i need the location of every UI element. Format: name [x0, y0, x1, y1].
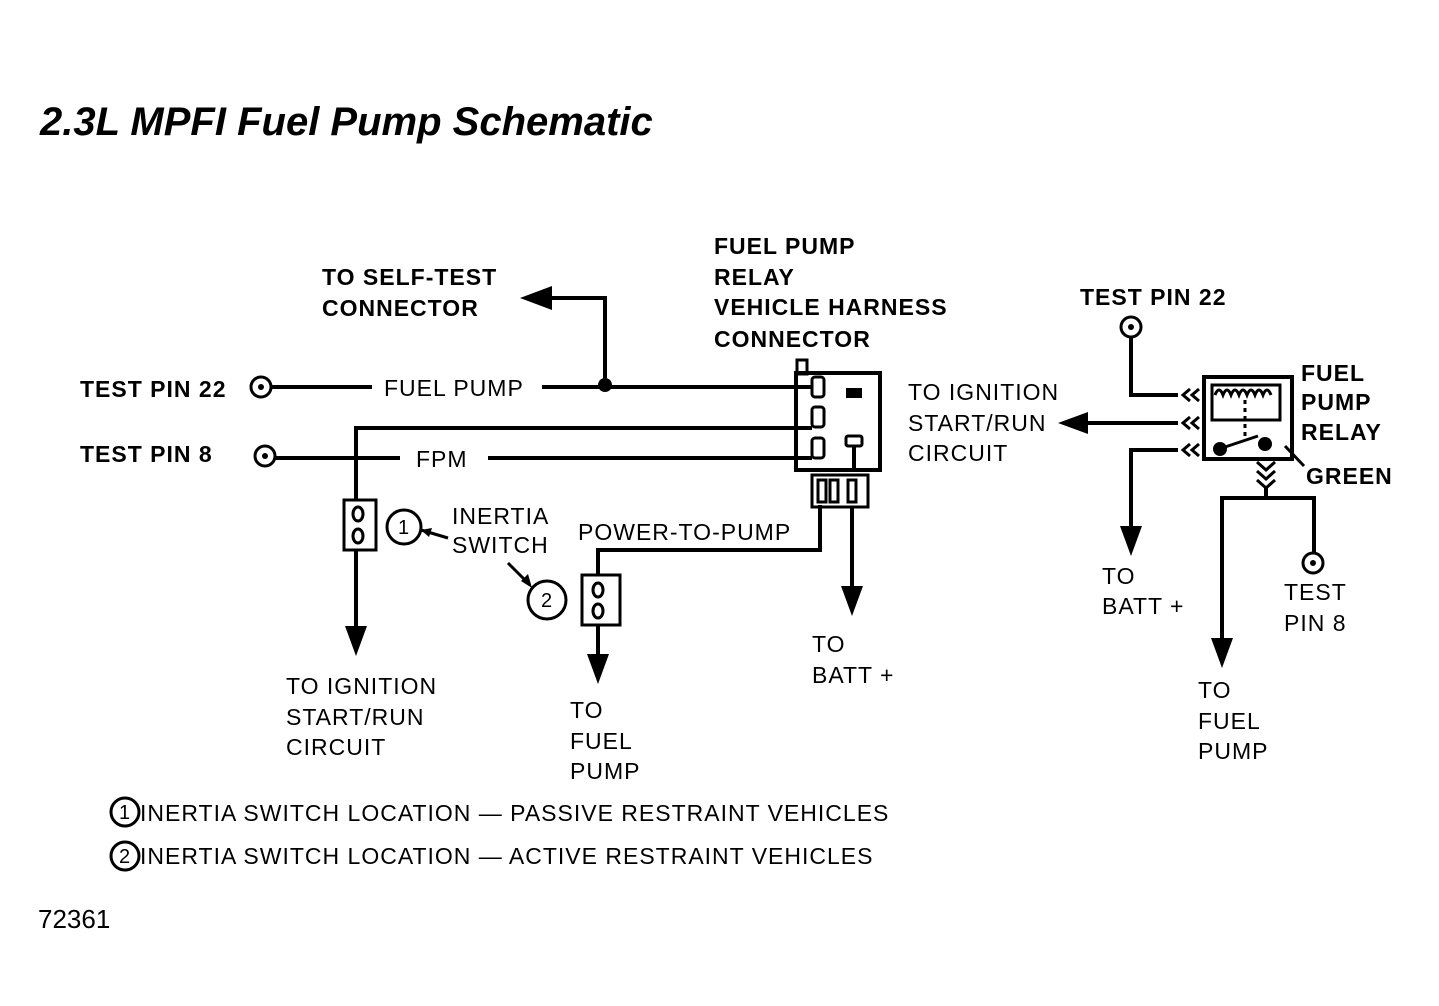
to-self-test-line2: CONNECTOR [322, 295, 479, 321]
right-to-fuel-pump-line3: PUMP [1198, 738, 1268, 764]
fpm-wire-label: FPM [416, 446, 468, 472]
to-ignition-bottom-line1: TO IGNITION [286, 673, 437, 699]
connector-terminal [810, 405, 826, 429]
diagram-title: 2.3L MPFI Fuel Pump Schematic [39, 100, 653, 144]
relay-connector-line3: VEHICLE HARNESS [714, 294, 948, 320]
marker-2-circle [526, 579, 568, 621]
to-fuel-pump-line1: TO [570, 697, 604, 723]
test-pin-8-terminal-dot [262, 453, 268, 459]
right-test-pin-8-line2: PIN 8 [1284, 610, 1347, 636]
green-label: GREEN [1306, 463, 1393, 489]
marker-1-leader-arrow-icon [421, 528, 432, 537]
connector-terminal-filled [846, 388, 862, 398]
right-ignition-arrow-icon [1058, 412, 1088, 434]
marker-2-leader-arrow-icon [521, 574, 532, 588]
relay-harness-connector [794, 371, 882, 472]
test-pin-22-label: TEST PIN 22 [80, 376, 226, 402]
legend: 1 INERTIA SWITCH LOCATION — PASSIVE REST… [109, 796, 889, 872]
legend-marker-1-circle [109, 796, 141, 828]
connector-tab [795, 358, 809, 376]
right-test-pin-8-line1: TEST [1284, 579, 1347, 605]
to-fuel-pump-arrow-icon [587, 654, 609, 684]
relay-connector-line4: CONNECTOR [714, 326, 871, 352]
legend-item-1: INERTIA SWITCH LOCATION — PASSIVE RESTRA… [140, 800, 889, 826]
right-batt-wire [1129, 448, 1178, 528]
lower-pin [846, 478, 858, 504]
to-self-test-line1: TO SELF-TEST [322, 264, 497, 290]
lower-pin [816, 478, 828, 504]
connector-pin [591, 581, 605, 599]
to-fuel-pump-line2: FUEL [570, 728, 633, 754]
ignition-wire-top [354, 426, 812, 500]
right-schematic: TEST PIN 22 TO BATT + FUEL PUMP [1058, 284, 1393, 764]
power-to-pump-wire [596, 505, 822, 575]
to-ignition-arrow-icon [345, 626, 367, 656]
relay-output-chevrons [1256, 460, 1276, 491]
right-test-pin-22-dot [1128, 324, 1134, 330]
connector-pin [351, 505, 365, 523]
relay-label-line1: FUEL [1301, 360, 1365, 386]
marker-1-circle [385, 508, 423, 546]
to-batt-line1: TO [812, 631, 846, 657]
relay-connector-line2: RELAY [714, 264, 795, 290]
relay-connector-line1: FUEL PUMP [714, 233, 855, 259]
legend-marker-2-circle [109, 840, 141, 872]
self-test-wire [550, 296, 607, 385]
right-to-batt-line1: TO [1102, 563, 1136, 589]
inertia-switch-line2: SWITCH [452, 532, 549, 558]
connector-pin [591, 602, 605, 620]
legend-marker-2: 2 [119, 846, 130, 868]
connector-terminal [810, 436, 826, 460]
relay-label-line3: RELAY [1301, 419, 1382, 445]
lower-connector [810, 473, 870, 509]
self-test-arrow-icon [520, 286, 552, 310]
marker-1-label: 1 [398, 517, 409, 539]
to-ignition-right-line3: CIRCUIT [908, 440, 1008, 466]
fuel-pump-relay [1202, 375, 1294, 461]
right-to-batt-arrow-icon [1120, 526, 1142, 556]
to-ignition-right-line1: TO IGNITION [908, 379, 1059, 405]
power-to-pump-label: POWER-TO-PUMP [578, 519, 791, 545]
fuel-pump-wire-label: FUEL PUMP [384, 375, 524, 401]
right-to-fuel-pump-arrow-icon [1211, 638, 1233, 668]
test-pin-22-terminal-dot [258, 384, 264, 390]
to-fuel-pump-line3: PUMP [570, 758, 640, 784]
to-ignition-bottom-line3: CIRCUIT [286, 734, 386, 760]
right-test-pin-22-label: TEST PIN 22 [1080, 284, 1226, 310]
inertia-connector-1 [342, 498, 378, 552]
test-pin-8-label: TEST PIN 8 [80, 441, 213, 467]
inertia-connector-2 [580, 573, 622, 627]
right-to-batt-line2: BATT + [1102, 593, 1184, 619]
right-test-pin-22-wire [1129, 337, 1178, 397]
inertia-switch-line1: INERTIA [452, 503, 549, 529]
marker-2-label: 2 [541, 590, 552, 612]
relay-label-line2: PUMP [1301, 389, 1371, 415]
connector-pin [351, 527, 365, 545]
to-ignition-bottom-line2: START/RUN [286, 704, 425, 730]
relay-connector-chevrons [1180, 387, 1200, 458]
relay-contact [1258, 437, 1272, 451]
connector-terminal [810, 375, 826, 399]
legend-marker-1: 1 [119, 802, 130, 824]
relay-contact [1213, 442, 1227, 456]
connector-terminal [844, 434, 864, 448]
relay-switch-blade [1224, 434, 1259, 449]
lower-pin [828, 478, 840, 504]
left-schematic: TEST PIN 22 FUEL PUMP TO SELF-TEST CONNE… [80, 233, 1059, 784]
legend-item-2: INERTIA SWITCH LOCATION — ACTIVE RESTRAI… [140, 843, 873, 869]
to-batt-arrow-icon [841, 586, 863, 616]
right-to-fuel-pump-line2: FUEL [1198, 708, 1261, 734]
relay-coil-winding [1213, 388, 1273, 400]
green-leader [1283, 444, 1306, 468]
figure-number: 72361 [38, 904, 110, 934]
right-test-pin-8-dot [1310, 560, 1316, 566]
to-ignition-right-line2: START/RUN [908, 410, 1047, 436]
right-fuel-pump-wire [1220, 488, 1268, 640]
to-batt-line2: BATT + [812, 662, 894, 688]
right-test-pin-8-terminal [1301, 551, 1325, 575]
right-to-fuel-pump-line1: TO [1198, 677, 1232, 703]
right-test-pin-8-wire [1266, 496, 1316, 553]
